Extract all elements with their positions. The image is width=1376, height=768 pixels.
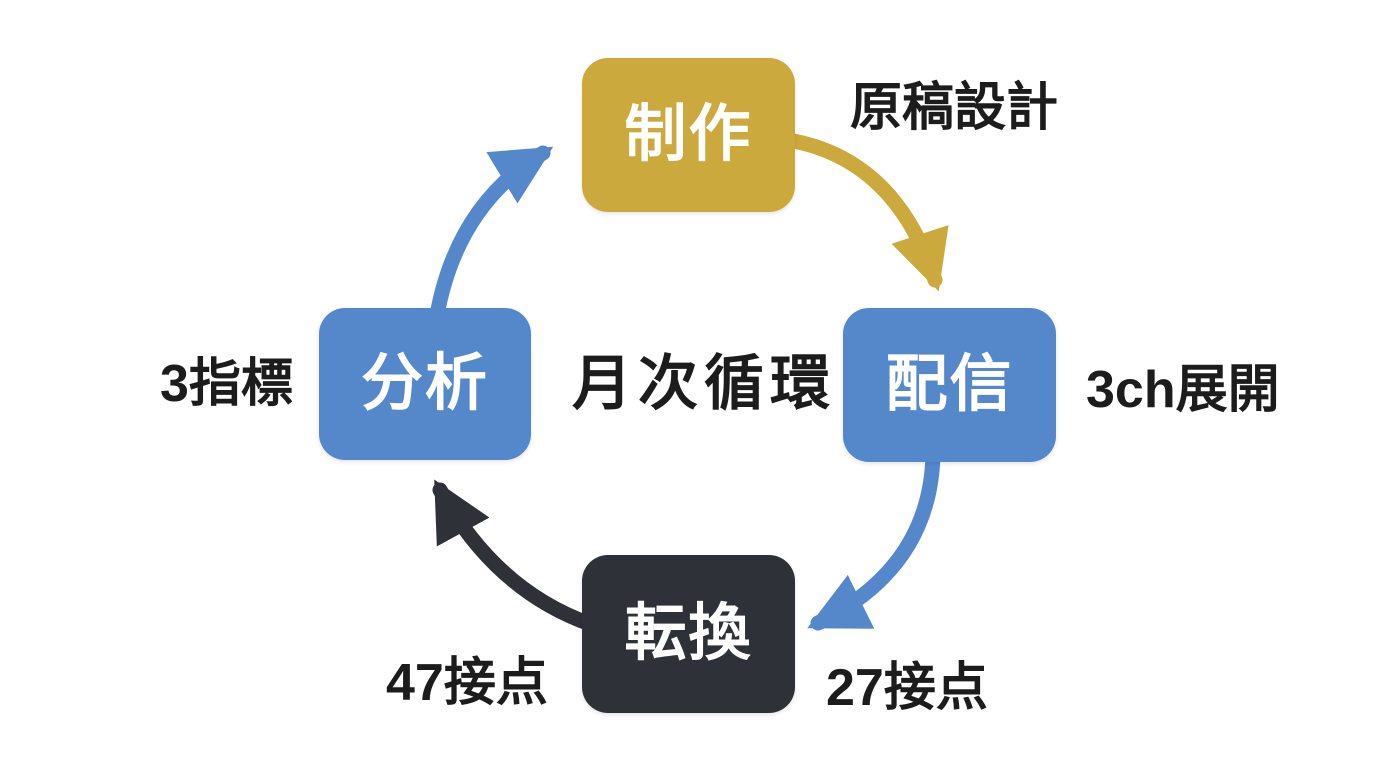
- arrow-haishin-to-tenkan: [807, 447, 941, 631]
- node-haishin-label: 配信: [885, 350, 1014, 419]
- arrow-seisaku-to-haishin: [780, 132, 949, 292]
- annotation-seisaku: 原稿設計: [850, 79, 1059, 137]
- node-seisaku: 制作: [582, 58, 795, 212]
- annotation-tenkan: 27接点: [826, 659, 988, 717]
- arrow-tenkan-to-bunseki: [432, 479, 598, 632]
- node-seisaku-label: 制作: [624, 100, 753, 169]
- node-bunseki: 分析: [319, 308, 531, 460]
- node-tenkan: 転換: [582, 555, 795, 713]
- node-haishin: 配信: [843, 308, 1056, 462]
- center-title: 月次循環: [572, 350, 836, 417]
- node-bunseki-label: 分析: [360, 349, 489, 418]
- node-tenkan-label: 転換: [624, 599, 753, 668]
- annotation-haishin: 3ch展開: [1086, 361, 1280, 419]
- annotation-tenkan-left: 47接点: [386, 654, 548, 712]
- annotation-bunseki: 3指標: [160, 355, 293, 413]
- arrow-bunseki-to-seisaku: [429, 145, 554, 323]
